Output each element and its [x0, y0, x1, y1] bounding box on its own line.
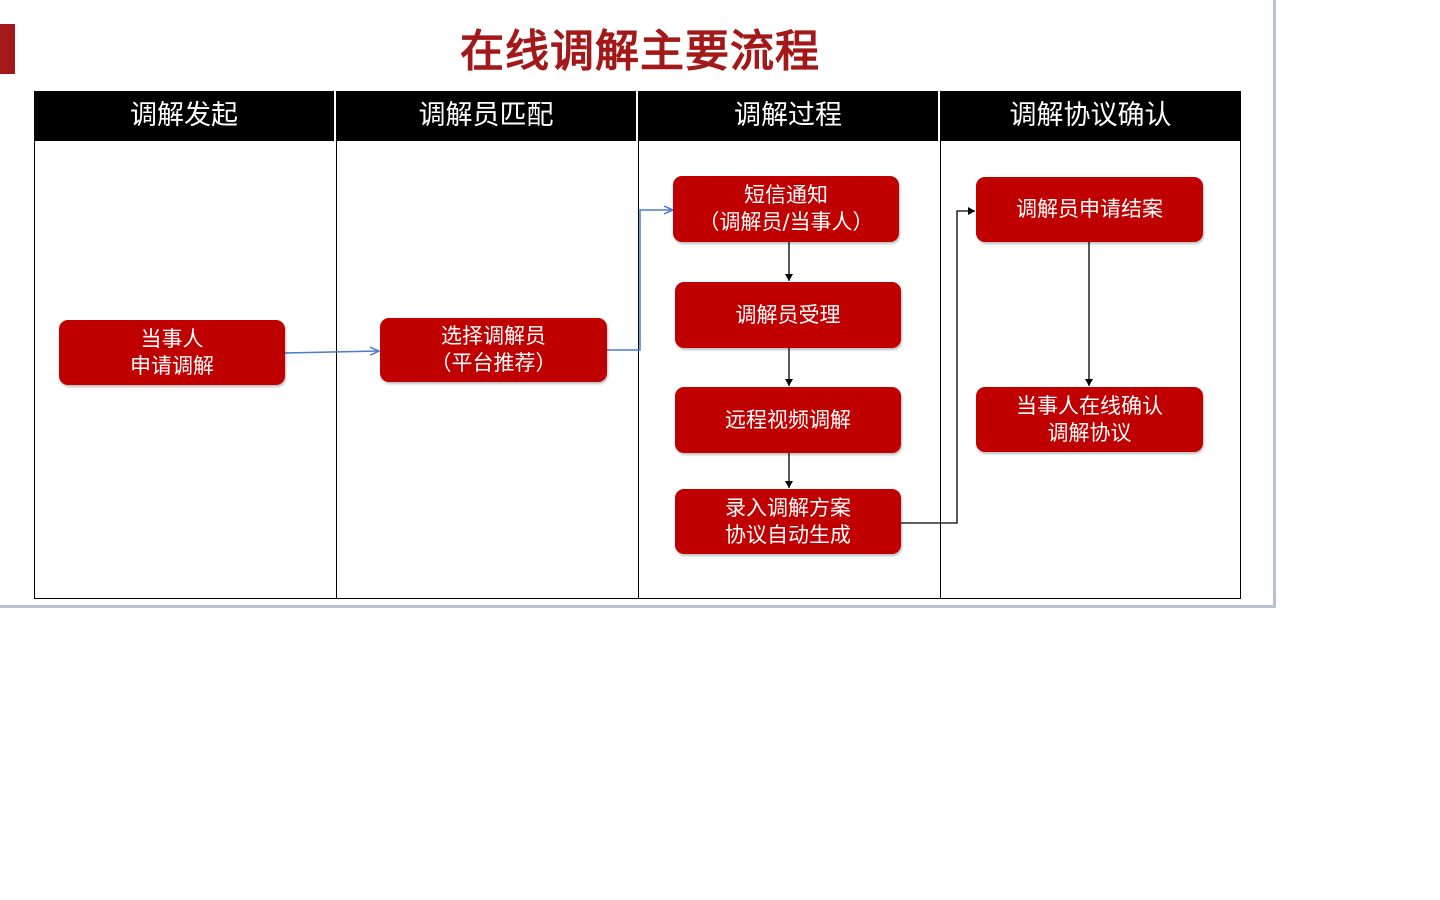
node-sms-line1: 短信通知	[744, 183, 828, 207]
slide: 在线调解主要流程 调解发起 调解员匹配 调解过程 调解协议确认 当事人 申请调解	[0, 0, 1276, 608]
lane-header-initiate: 调解发起	[34, 91, 336, 141]
node-remote-video: 远程视频调解	[675, 387, 901, 453]
node-apply-line2: 申请调解	[130, 353, 214, 378]
node-select-mediator: 选择调解员 （平台推荐）	[380, 318, 607, 382]
node-record-line1: 录入调解方案	[725, 495, 851, 520]
node-select-line1: 选择调解员	[441, 324, 546, 348]
node-sms-line2: （调解员/当事人）	[698, 210, 874, 234]
lane-header-confirm: 调解协议确认	[940, 91, 1241, 141]
node-video-line1: 远程视频调解	[725, 407, 851, 432]
node-online-confirm: 当事人在线确认 调解协议	[976, 387, 1203, 452]
accent-bar	[0, 24, 15, 74]
node-record-plan: 录入调解方案 协议自动生成	[675, 489, 901, 554]
node-mediator-accept: 调解员受理	[675, 282, 901, 348]
lane-header-match: 调解员匹配	[336, 91, 638, 141]
node-apply-line1: 当事人	[140, 326, 204, 351]
node-apply-mediation: 当事人 申请调解	[59, 320, 285, 385]
node-record-line2: 协议自动生成	[725, 522, 851, 547]
node-close-line1: 调解员申请结案	[1016, 197, 1163, 221]
node-confirm-line2: 调解协议	[1047, 420, 1132, 445]
node-confirm-line1: 当事人在线确认	[1016, 393, 1163, 418]
page-title: 在线调解主要流程	[460, 26, 820, 77]
node-select-line2: （平台推荐）	[430, 351, 557, 375]
node-sms-notify: 短信通知 （调解员/当事人）	[673, 176, 899, 242]
node-apply-close: 调解员申请结案	[976, 177, 1203, 242]
node-accept-line1: 调解员受理	[735, 302, 841, 327]
lane-header-process: 调解过程	[638, 91, 940, 141]
